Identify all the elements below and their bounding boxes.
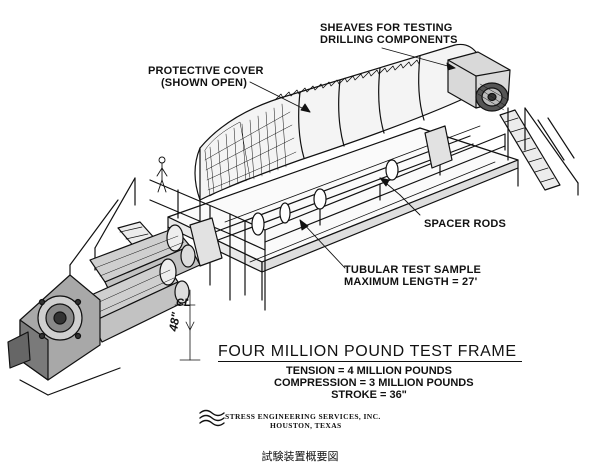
- label-spacer-rods: SPACER RODS: [424, 218, 507, 230]
- label-sheaves-line1: SHEAVES FOR TESTING: [320, 22, 453, 34]
- label-sheaves-line2: DRILLING COMPONENTS: [320, 34, 458, 46]
- company-logo: [199, 409, 225, 427]
- spec-compression: COMPRESSION = 3 MILLION POUNDS: [274, 377, 474, 389]
- stairs-right: [499, 107, 579, 196]
- sheave-housing: [447, 51, 511, 112]
- end-block: [7, 274, 121, 396]
- dimension-centerline: CL: [176, 297, 191, 309]
- figure-caption: 試験装置概要図: [261, 450, 339, 463]
- spec-stroke: STROKE = 36": [331, 389, 407, 401]
- label-sheaves: SHEAVES FOR TESTING DRILLING COMPONENTS: [320, 22, 458, 46]
- label-cover-line1: PROTECTIVE COVER: [148, 65, 264, 77]
- protective-cover: [194, 43, 479, 201]
- leader-lines: [249, 47, 456, 269]
- company-name: STRESS ENGINEERING SERVICES, INC.: [225, 412, 381, 421]
- frame-title: FOUR MILLION POUND TEST FRAME: [218, 343, 517, 360]
- label-tubular-line1: TUBULAR TEST SAMPLE: [344, 264, 482, 276]
- label-tubular-line2: MAXIMUM LENGTH = 27': [344, 276, 478, 288]
- dimension-lines: [174, 289, 201, 361]
- spec-tension: TENSION = 4 MILLION POUNDS: [286, 365, 452, 377]
- title-underline: [218, 361, 522, 362]
- crossheads: [189, 125, 453, 267]
- frame-specs: TENSION = 4 MILLION POUNDS COMPRESSION =…: [274, 365, 474, 401]
- label-cover-line2: (SHOWN OPEN): [160, 77, 248, 89]
- label-protective-cover: PROTECTIVE COVER (SHOWN OPEN): [148, 65, 264, 89]
- company-city: HOUSTON, TEXAS: [270, 421, 342, 430]
- label-tubular-sample: TUBULAR TEST SAMPLE MAXIMUM LENGTH = 27': [344, 264, 481, 288]
- person-figure: [156, 156, 168, 193]
- hydraulic-cylinders: [79, 224, 201, 343]
